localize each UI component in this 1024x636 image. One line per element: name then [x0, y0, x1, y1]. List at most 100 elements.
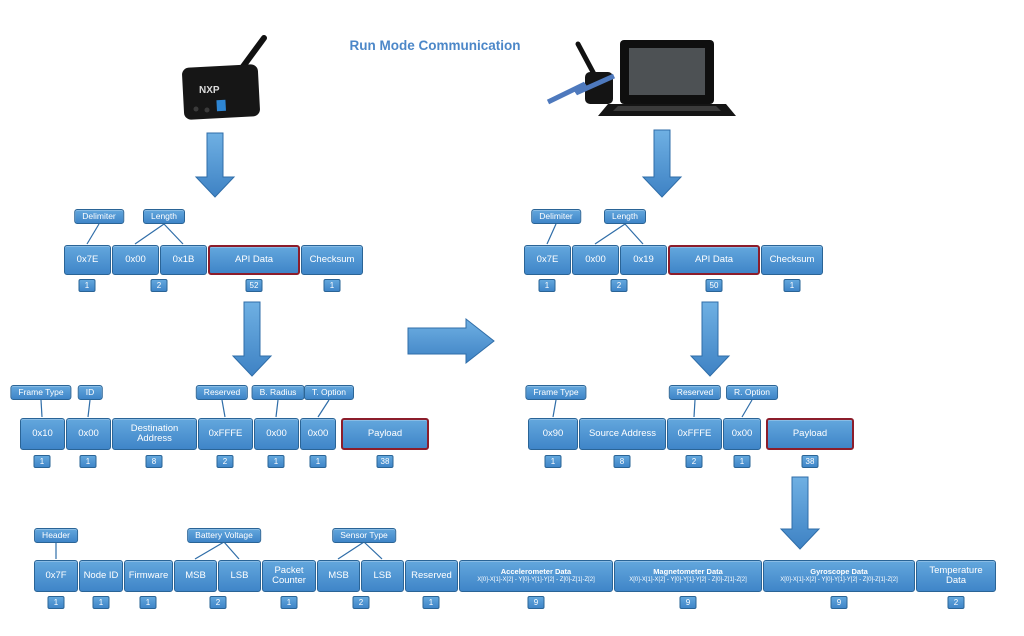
rx-frame-field: 0x00 [572, 245, 619, 275]
payload-field: MSB [317, 560, 360, 592]
rx-api-size: 1 [733, 455, 751, 468]
rx-frame-field: 0x7E [524, 245, 571, 275]
sensor-data-title: Magnetometer Data [653, 567, 723, 577]
rx-frame-size: 50 [705, 279, 723, 292]
payload-field: 0x7F [34, 560, 78, 592]
rx-frame-field: 0x19 [620, 245, 667, 275]
tx-frame-field-api-data: API Data [208, 245, 300, 275]
rx-frame-size: 2 [610, 279, 628, 292]
arrow-down-rx-api-icon [689, 301, 731, 377]
tx-api-field-payload: Payload [341, 418, 429, 450]
payload-label-header: Header [34, 528, 78, 543]
payload-field-temperature: Temperature Data [916, 560, 996, 592]
tx-frame-field: 0x7E [64, 245, 111, 275]
rx-api-size: 8 [613, 455, 631, 468]
tx-api-field: 0x00 [254, 418, 299, 450]
connector-lines [40, 223, 753, 560]
rx-api-size: 2 [685, 455, 703, 468]
tx-api-label-frame-type: Frame Type [10, 385, 72, 400]
tx-api-size: 1 [267, 455, 285, 468]
sensor-led [216, 99, 226, 112]
tx-api-field: 0x10 [20, 418, 65, 450]
payload-field-packet-counter: Packet Counter [262, 560, 316, 592]
tx-api-label-reserved: Reserved [195, 385, 249, 400]
rx-frame-size: 1 [783, 279, 801, 292]
payload-size: 1 [47, 596, 65, 609]
rx-api-field: 0x00 [723, 418, 761, 450]
payload-size: 1 [280, 596, 298, 609]
arrow-down-rx-payload-icon [779, 476, 821, 550]
tx-frame-field: Checksum [301, 245, 363, 275]
payload-size: 2 [947, 596, 965, 609]
tx-api-label-t-option: T. Option [303, 385, 355, 400]
laptop-keyboard [613, 106, 721, 111]
tx-frame-field: 0x1B [160, 245, 207, 275]
tx-api-size: 1 [33, 455, 51, 468]
rx-api-label-reserved: Reserved [668, 385, 722, 400]
arrow-right-tx-to-rx-icon [407, 317, 495, 365]
rx-frame-label-length: Length [604, 209, 646, 224]
rx-api-field: 0x90 [528, 418, 578, 450]
payload-field: Reserved [405, 560, 458, 592]
payload-label-sensor-type: Sensor Type [332, 528, 396, 543]
rx-frame-size: 1 [538, 279, 556, 292]
tx-api-field-destination-address: Destination Address [112, 418, 197, 450]
sensor-data-axes: X[0]-X[1]-X[2] - Y[0]-Y[1]-Y[2] - Z[0]-Z… [477, 577, 595, 584]
sensor-data-axes: X[0]-X[1]-X[2] - Y[0]-Y[1]-Y[2] - Z[0]-Z… [780, 577, 898, 584]
tx-api-label-b-radius: B. Radius [251, 385, 305, 400]
tx-api-size: 1 [79, 455, 97, 468]
payload-field: Firmware [124, 560, 173, 592]
payload-field: LSB [361, 560, 404, 592]
tx-frame-label-delimiter: Delimiter [74, 209, 124, 224]
tx-api-size: 38 [376, 455, 394, 468]
arrow-down-tx-api-icon [231, 301, 273, 377]
payload-field-magnetometer: Magnetometer Data X[0]-X[1]-X[2] - Y[0]-… [614, 560, 762, 592]
payload-label-battery-voltage: Battery Voltage [187, 528, 261, 543]
payload-size: 1 [422, 596, 440, 609]
tx-frame-size: 1 [323, 279, 341, 292]
payload-field: MSB [174, 560, 217, 592]
tx-api-field: 0xFFFE [198, 418, 253, 450]
rx-api-size: 38 [801, 455, 819, 468]
tx-frame-field: 0x00 [112, 245, 159, 275]
tx-frame-label-length: Length [143, 209, 185, 224]
rx-api-field: 0xFFFE [667, 418, 722, 450]
sensor-data-title: Gyroscope Data [810, 567, 868, 577]
flow-arrows [194, 129, 821, 550]
laptop-screen [629, 48, 705, 95]
lightning-icon [546, 73, 616, 105]
payload-size: 2 [352, 596, 370, 609]
laptop-device [575, 40, 736, 116]
tx-api-size: 1 [309, 455, 327, 468]
tx-frame-size: 1 [78, 279, 96, 292]
payload-size: 9 [679, 596, 697, 609]
rx-frame-label-delimiter: Delimiter [531, 209, 581, 224]
rx-api-field-payload: Payload [766, 418, 854, 450]
payload-field-gyroscope: Gyroscope Data X[0]-X[1]-X[2] - Y[0]-Y[1… [763, 560, 915, 592]
diagram-title: Run Mode Communication [349, 38, 521, 53]
rx-api-size: 1 [544, 455, 562, 468]
rx-frame-field-api-data: API Data [668, 245, 760, 275]
sensor-data-axes: X[0]-X[1]-X[2] - Y[0]-Y[1]-Y[2] - Z[0]-Z… [629, 577, 747, 584]
payload-field: Node ID [79, 560, 123, 592]
payload-size: 1 [92, 596, 110, 609]
tx-api-field: 0x00 [300, 418, 336, 450]
tx-api-size: 2 [216, 455, 234, 468]
payload-size: 1 [139, 596, 157, 609]
tx-api-size: 8 [145, 455, 163, 468]
payload-field-accelerometer: Accelerometer Data X[0]-X[1]-X[2] - Y[0]… [459, 560, 613, 592]
rx-api-label-frame-type: Frame Type [525, 385, 587, 400]
tx-api-field: 0x00 [66, 418, 111, 450]
payload-field: LSB [218, 560, 261, 592]
sensor-logo-text: NXP [199, 85, 220, 96]
arrow-down-laptop-icon [641, 129, 683, 198]
payload-size: 2 [209, 596, 227, 609]
payload-size: 9 [527, 596, 545, 609]
sensor-device: NXP [182, 35, 267, 120]
tx-frame-size: 2 [150, 279, 168, 292]
tx-api-label-id: ID [77, 385, 103, 400]
payload-size: 9 [830, 596, 848, 609]
dongle-antenna [575, 41, 597, 77]
